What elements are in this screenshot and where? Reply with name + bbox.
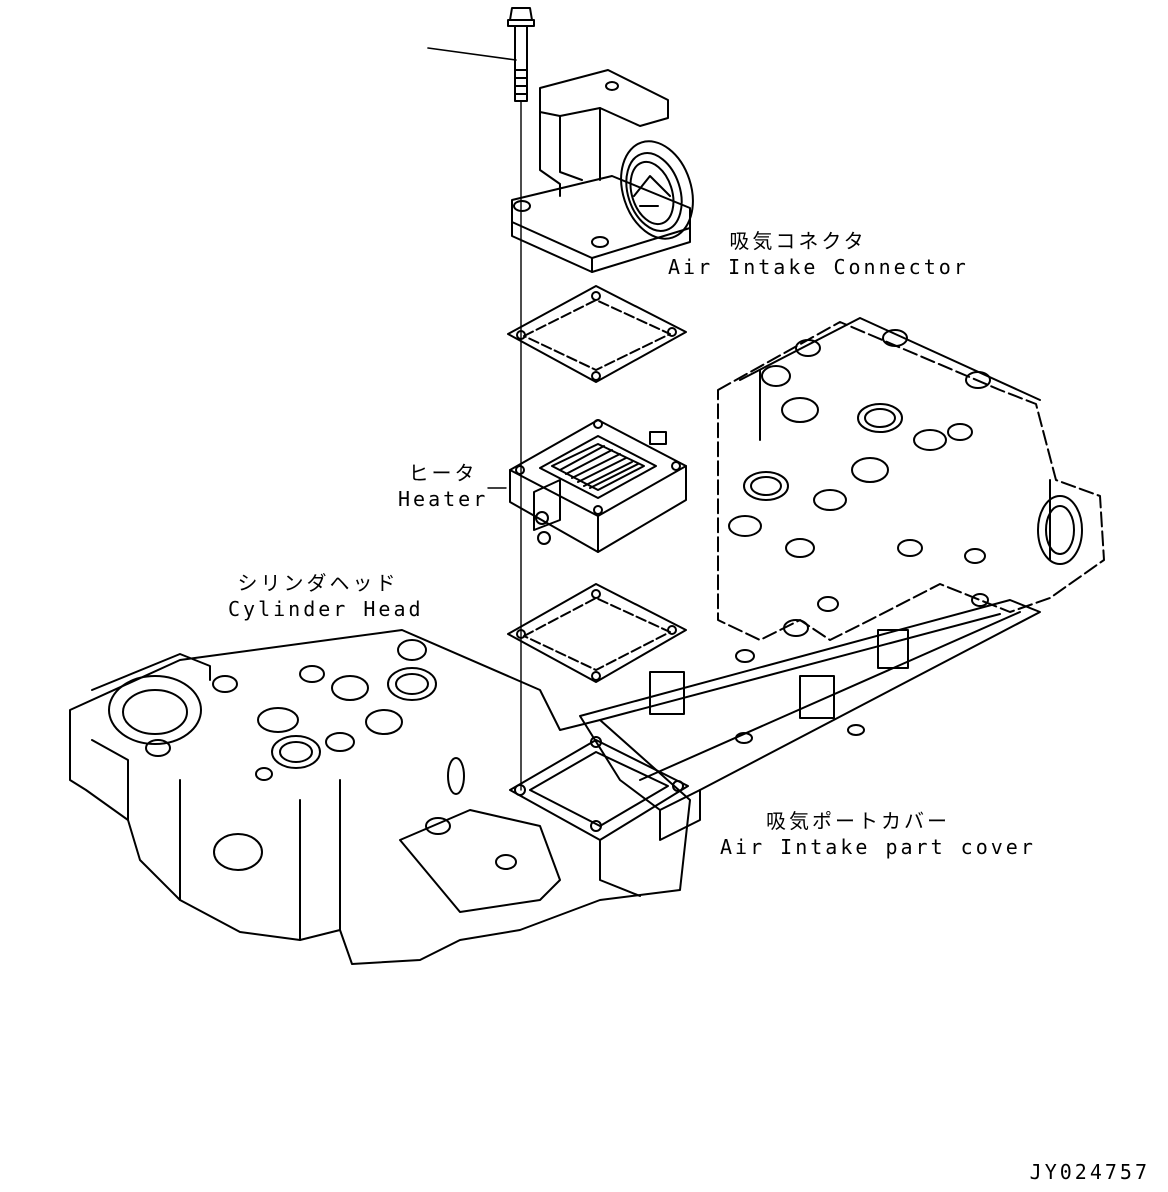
heater-label-en: Heater [398,487,489,511]
cylinder-head-label: シリンダヘッド Cylinder Head [228,570,424,622]
air-intake-connector-label: 吸気コネクタ Air Intake Connector [668,228,969,280]
air-intake-port-cover-part [579,599,1041,841]
upper-gasket [507,285,687,383]
air-intake-port-cover-label: 吸気ポートカバー Air Intake part cover [720,808,1036,860]
lower-gasket [507,583,687,683]
intake-port-flange [399,736,689,913]
flange-bolt [427,7,535,791]
air-intake-connector-label-jp: 吸気コネクタ [729,229,867,253]
air-intake-port-cover-label-jp: 吸気ポートカバー [766,809,950,833]
upper-cylinder-head [717,317,1105,641]
cylinder-head-label-jp: シリンダヘッド [237,571,399,595]
air-intake-connector-part [511,69,694,273]
air-intake-port-cover-label-en: Air Intake part cover [720,835,1036,859]
cylinder-head-label-en: Cylinder Head [228,597,424,621]
lower-cylinder-head [69,629,691,965]
heater-label: ヒータ Heater [398,460,488,512]
heater-part [509,419,687,553]
drawing-id: JY024757 [1029,1160,1150,1184]
air-intake-connector-label-en: Air Intake Connector [668,255,969,279]
heater-label-jp: ヒータ [408,461,478,485]
